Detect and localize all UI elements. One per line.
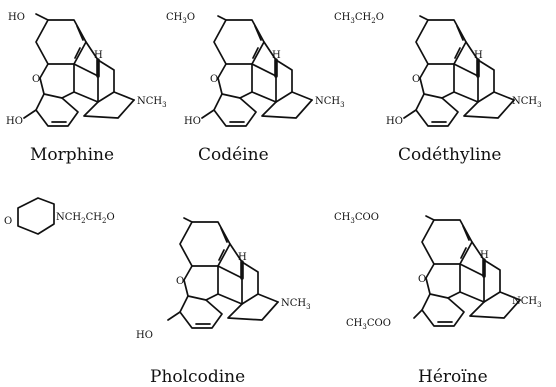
hydrogen-label: H: [238, 252, 247, 263]
ring-nitrogen-label: NCH2CH2O: [56, 212, 115, 225]
hydrogen-label: H: [480, 250, 489, 261]
ring-oxygen-label: O: [4, 216, 12, 227]
molecule-pholcodine: O NCH2CH2O O H NCH3 HO Pholcodine: [4, 197, 311, 387]
molecule-codethyline: CH3CH2O O H NCH3 HO Codéthyline: [334, 12, 542, 165]
molecule-name: Codéine: [198, 145, 269, 165]
hydroxyl-bottom-label: HO: [184, 116, 201, 127]
molecule-morphine: HO O H NCH3 HO Morphine: [6, 12, 167, 165]
hydrogen-label: H: [272, 50, 281, 61]
acetyl-bottom-label: CH3COO: [346, 318, 391, 331]
hydroxyl-bottom-label: HO: [6, 116, 23, 127]
amine-label: NCH3: [512, 96, 542, 109]
hydroxyl-label: HO: [8, 12, 25, 23]
hydroxyl-bottom-label: HO: [136, 330, 153, 341]
amine-label: NCH3: [512, 296, 542, 309]
molecule-heroin: CH3COO O H NCH3 CH3COO Héroïne: [334, 212, 542, 387]
amine-label: NCH3: [281, 298, 311, 311]
molecule-codeine: CH3O O H NCH3 HO Codéine: [166, 12, 345, 165]
amine-label: NCH3: [137, 96, 167, 109]
morpholine-ring: [17, 197, 55, 235]
molecule-name: Pholcodine: [150, 367, 245, 387]
molecule-name: Morphine: [30, 145, 114, 165]
acetyl-top-label: CH3COO: [334, 212, 379, 225]
oxygen-bridge-label: O: [32, 74, 40, 85]
molecule-name: Codéthyline: [398, 145, 501, 165]
hydrogen-label: H: [474, 50, 483, 61]
methoxy-label: CH3O: [166, 12, 195, 25]
oxygen-bridge-label: O: [418, 274, 426, 285]
amine-label: NCH3: [315, 96, 345, 109]
oxygen-bridge-label: O: [176, 276, 184, 287]
molecule-name: Héroïne: [418, 367, 488, 387]
hydroxyl-bottom-label: HO: [386, 116, 403, 127]
ethoxy-label: CH3CH2O: [334, 12, 384, 25]
oxygen-bridge-label: O: [412, 74, 420, 85]
hydrogen-label: H: [94, 50, 103, 61]
oxygen-bridge-label: O: [210, 74, 218, 85]
